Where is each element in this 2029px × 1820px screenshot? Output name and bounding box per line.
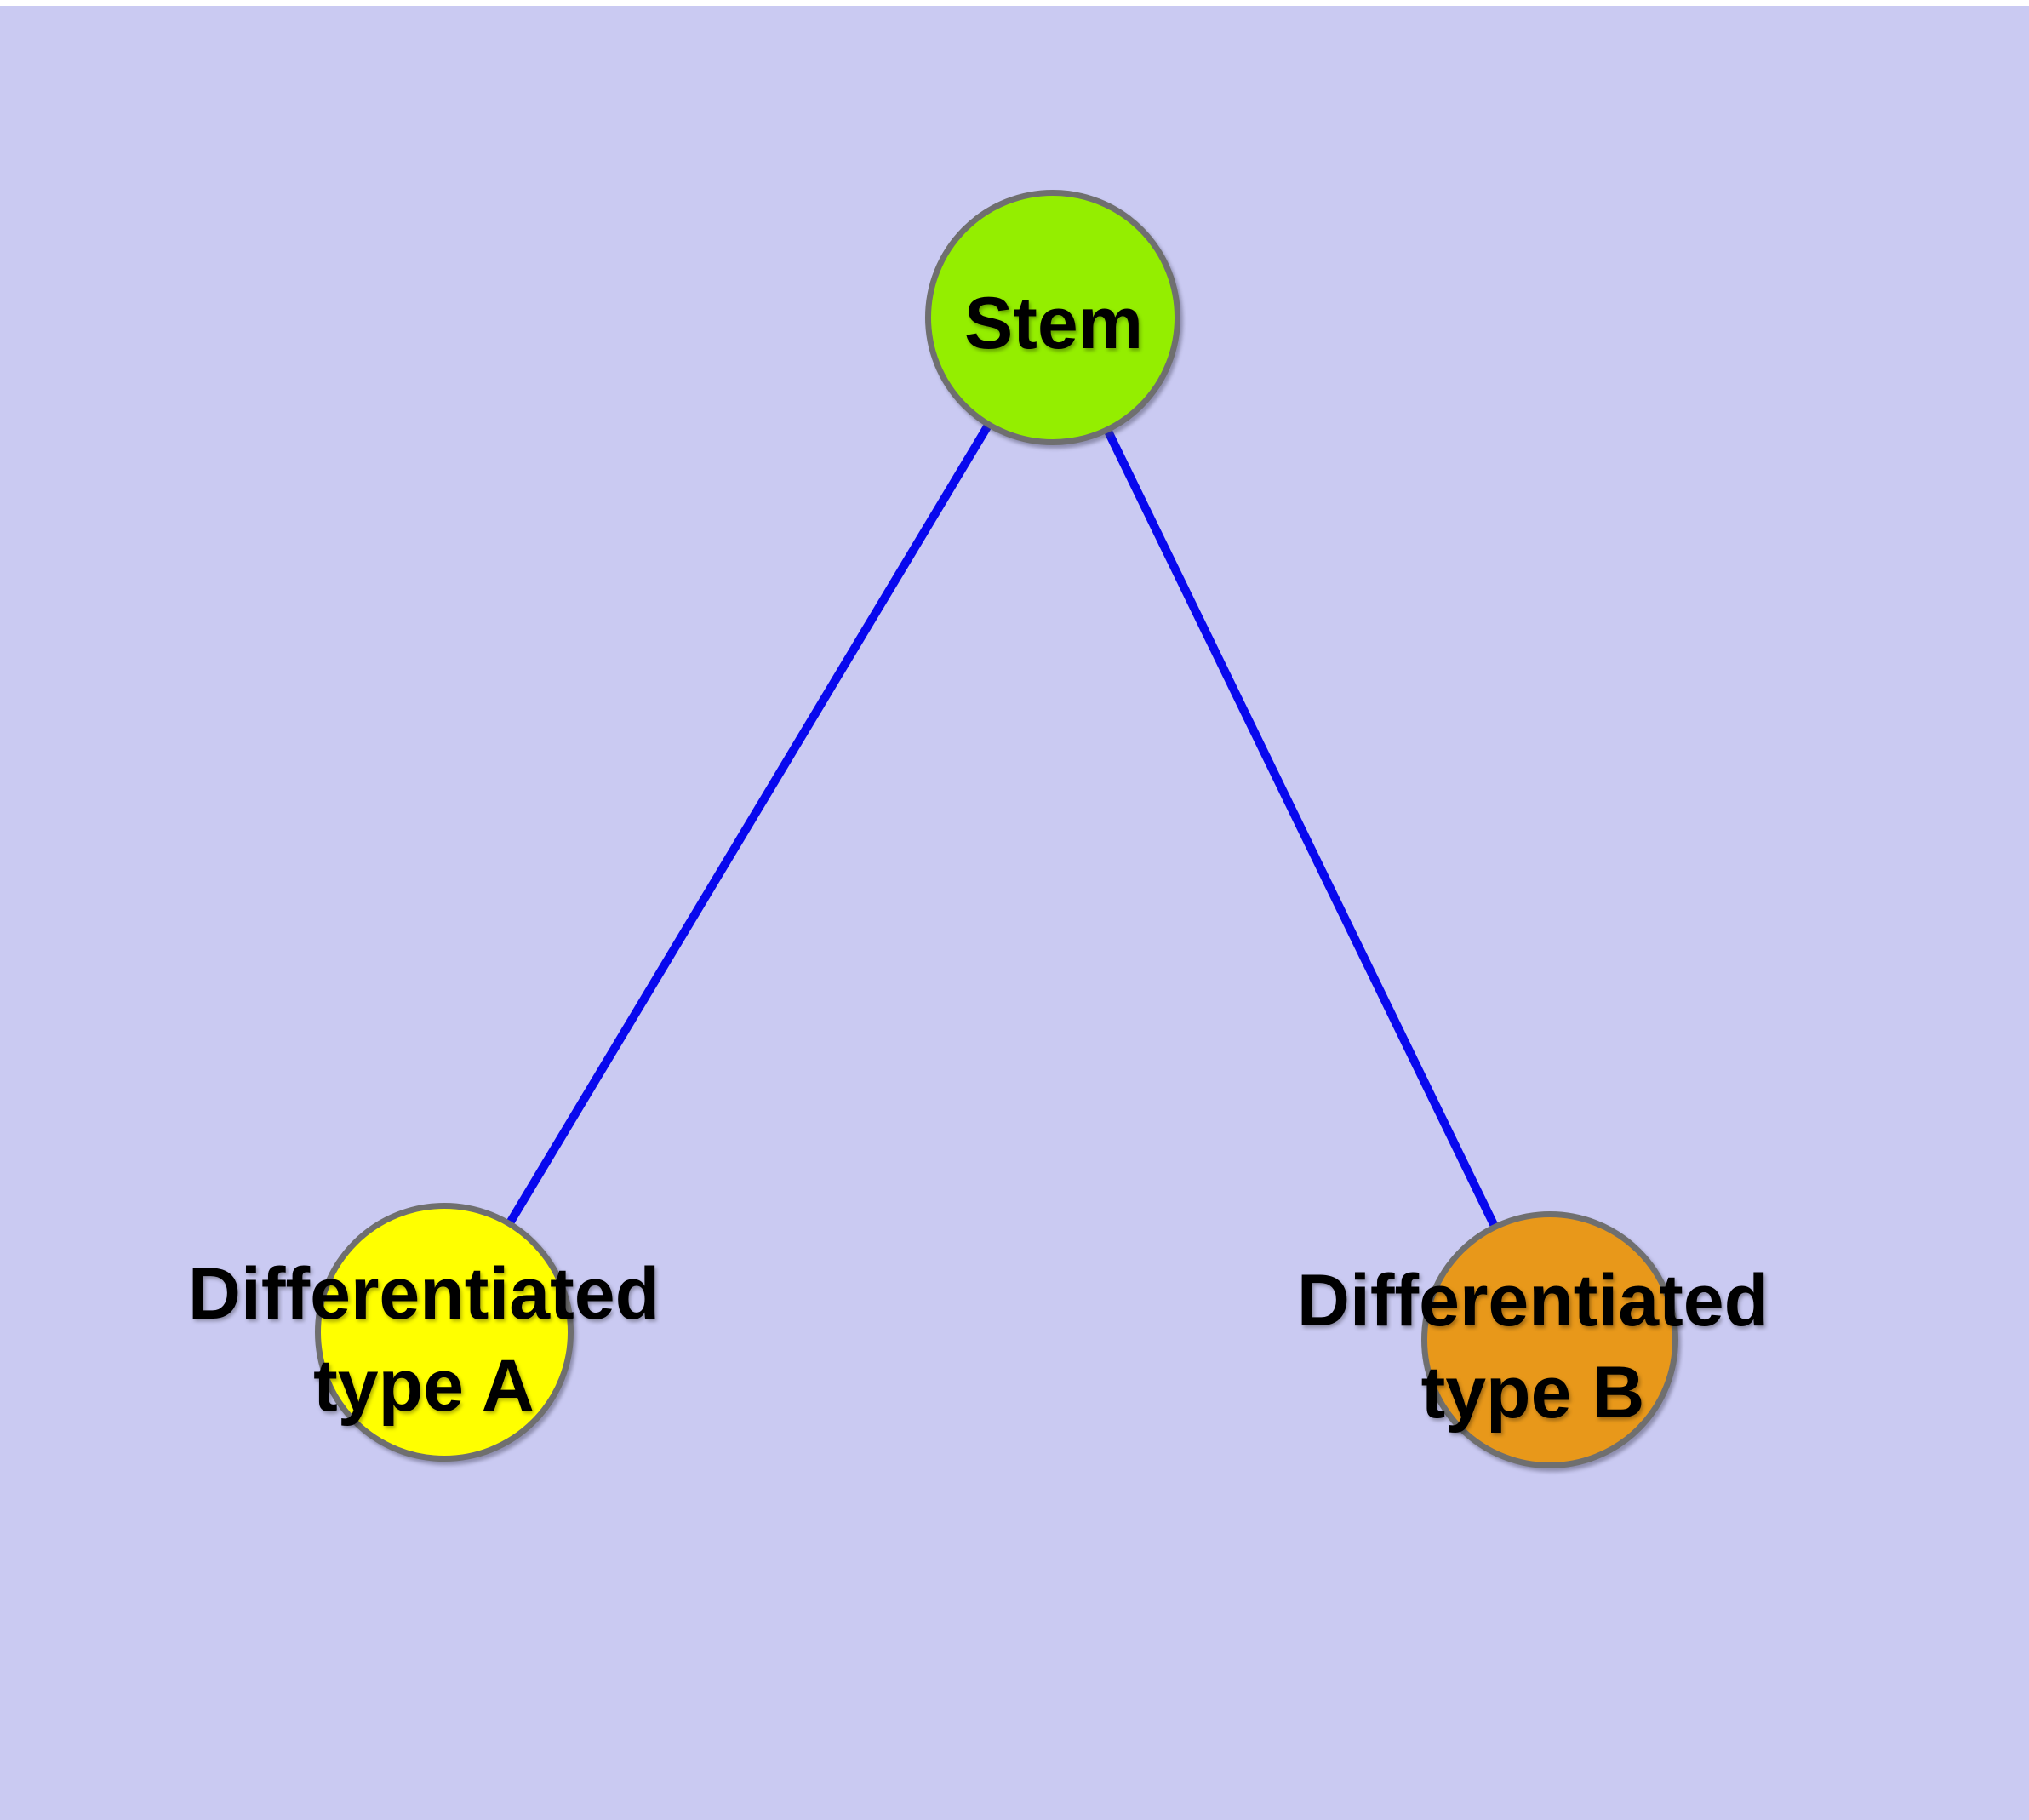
- node-stem[interactable]: [925, 190, 1180, 445]
- node-diff-b[interactable]: [1421, 1211, 1678, 1468]
- edge-stem-diff-b: [1049, 315, 1554, 1342]
- node-diff-a[interactable]: [315, 1203, 574, 1462]
- node-label-stem: Stem: [964, 283, 1143, 364]
- edge-stem-diff-a: [440, 315, 1057, 1335]
- top-strip: [0, 0, 2029, 6]
